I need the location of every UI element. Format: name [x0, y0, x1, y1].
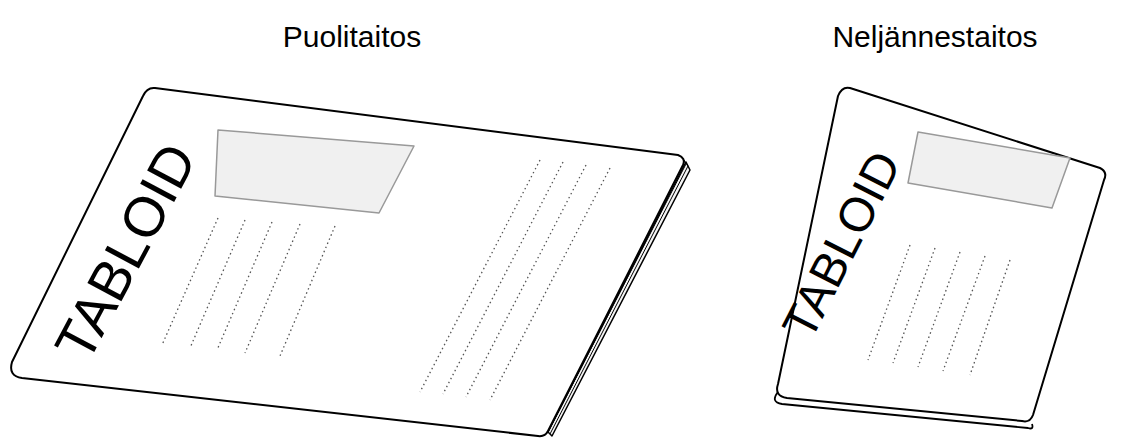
quarter-fold-paper [775, 88, 1106, 429]
half-fold-paper [11, 88, 690, 436]
fold-caption: Puolitaitos [283, 22, 421, 52]
fold-caption: Neljännestaitos [832, 22, 1037, 52]
